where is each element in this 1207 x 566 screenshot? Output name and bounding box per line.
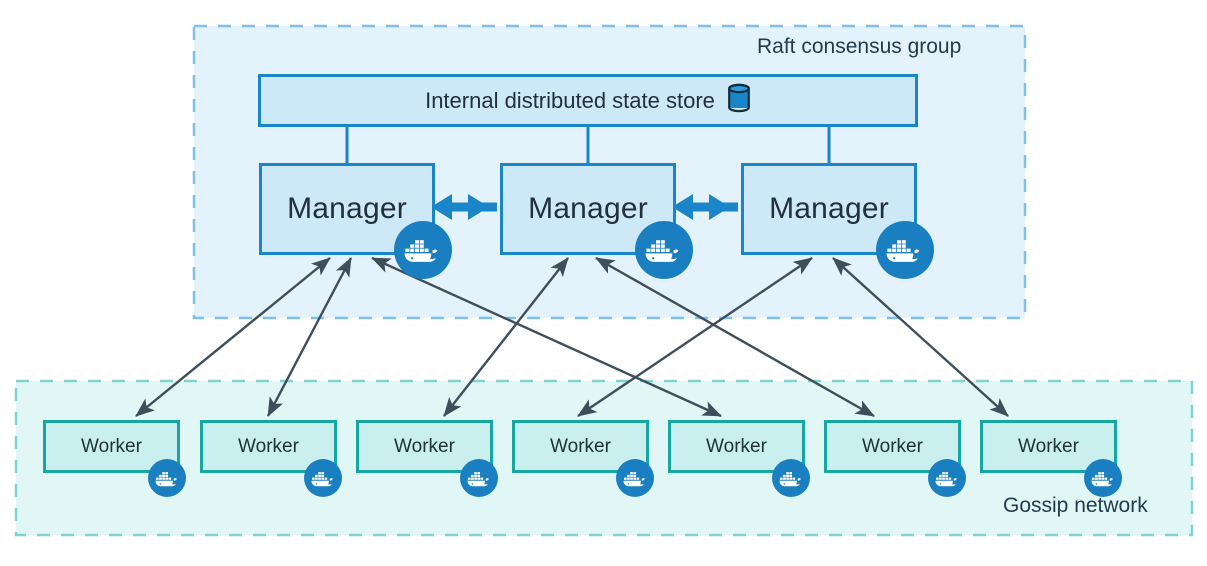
- docker-whale-icon: [394, 221, 452, 279]
- store-to-manager-links: [345, 127, 831, 163]
- docker-whale-icon: [1084, 459, 1122, 497]
- worker-label: Worker: [550, 435, 611, 457]
- docker-whale-icon: [304, 459, 342, 497]
- link-manager2-worker3: [443, 257, 569, 417]
- internal-state-store-node[interactable]: Internal distributed state store: [258, 74, 918, 127]
- docker-whale-icon: [460, 459, 498, 497]
- worker-label: Worker: [1018, 435, 1079, 457]
- docker-whale-icon: [635, 221, 693, 279]
- worker-label: Worker: [238, 435, 299, 457]
- link-manager3-worker7: [832, 257, 1009, 417]
- docker-whale-icon: [876, 221, 934, 279]
- worker-node-1[interactable]: Worker: [43, 420, 180, 473]
- state-store-label: Internal distributed state store: [425, 87, 715, 113]
- docker-whale-icon: [772, 459, 810, 497]
- manager-label: Manager: [287, 192, 407, 225]
- worker-label: Worker: [862, 435, 923, 457]
- link-manager1-worker2: [266, 257, 353, 417]
- gossip-network-label: Gossip network: [1003, 494, 1148, 517]
- worker-label: Worker: [706, 435, 767, 457]
- manager-worker-links: [135, 256, 1009, 418]
- manager-label: Manager: [769, 192, 889, 225]
- docker-whale-icon: [616, 459, 654, 497]
- worker-label: Worker: [394, 435, 455, 457]
- docker-whale-icon: [928, 459, 966, 497]
- manager-label: Manager: [528, 192, 648, 225]
- link-manager3-worker4: [577, 257, 813, 417]
- database-cylinder-icon: [727, 83, 751, 118]
- raft-consensus-group-label: Raft consensus group: [757, 35, 962, 58]
- docker-whale-icon: [148, 459, 186, 497]
- manager-node-2[interactable]: Manager: [500, 163, 676, 255]
- state-store-content: Internal distributed state store: [425, 83, 751, 118]
- manager-peer-arrowheads: [431, 194, 730, 220]
- worker-label: Worker: [81, 435, 142, 457]
